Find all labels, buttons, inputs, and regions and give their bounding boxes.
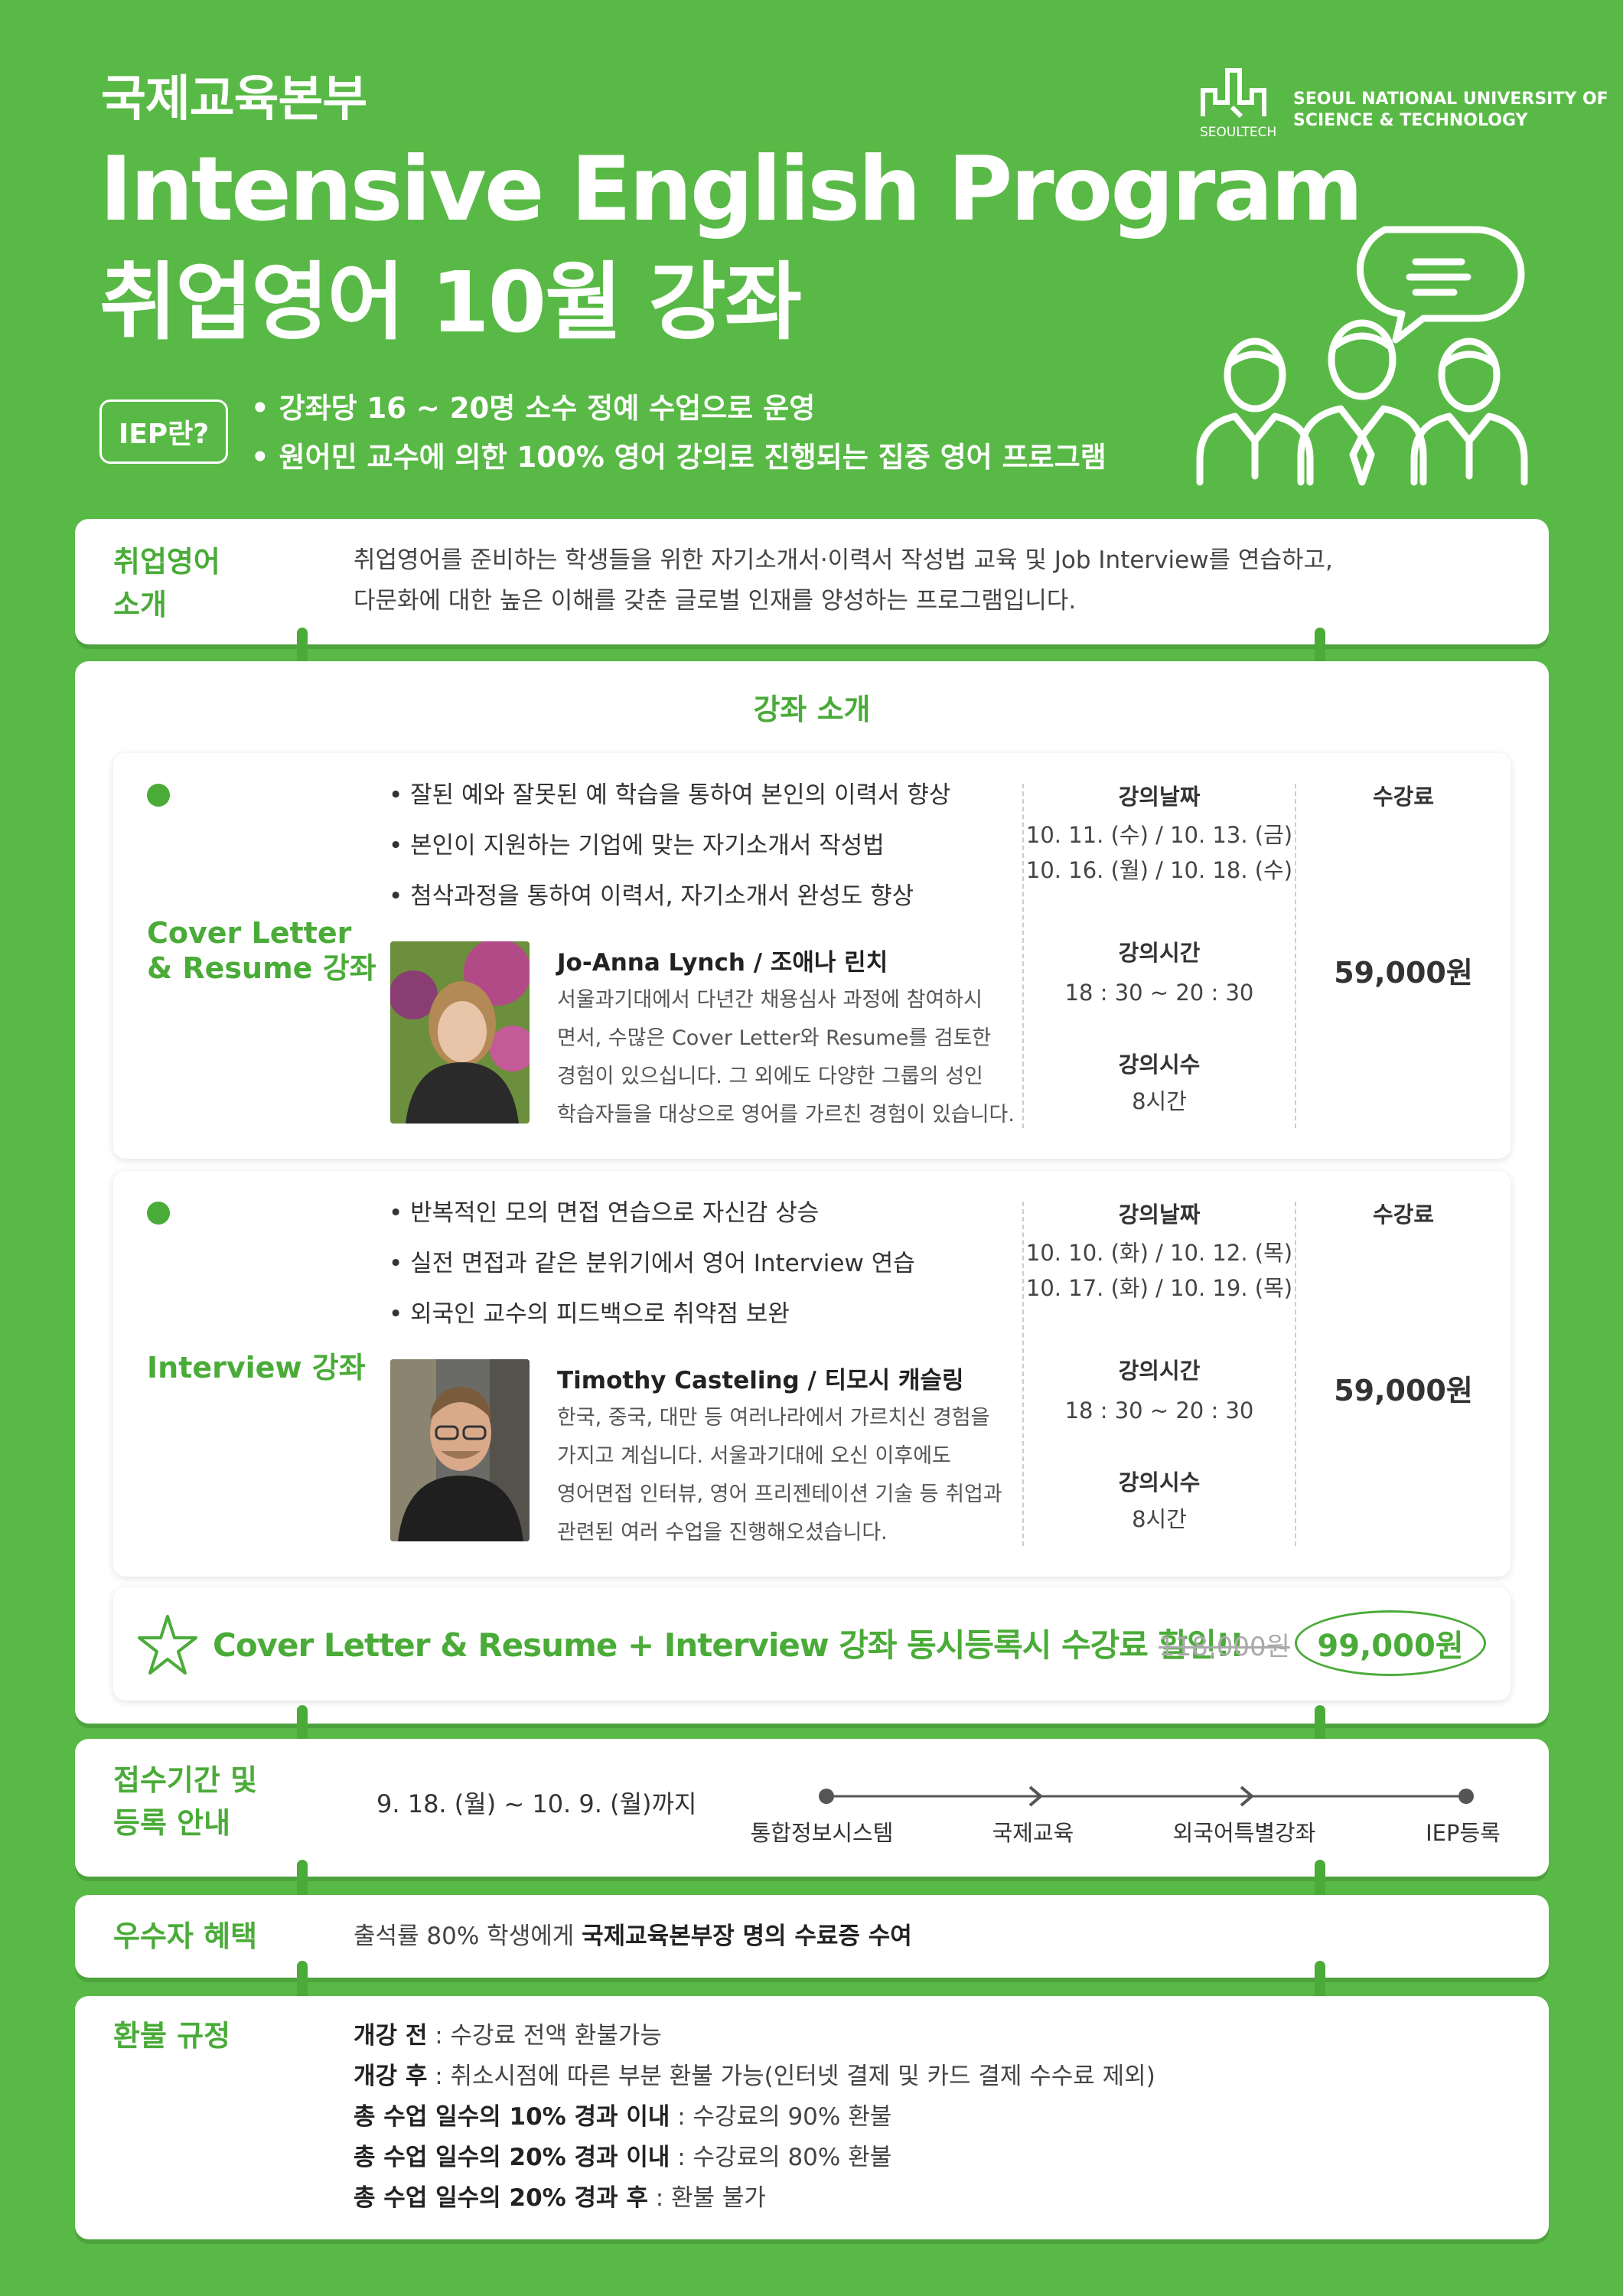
divider [1295, 784, 1296, 1128]
iep-bullets: 강좌당 16 ~ 20명 소수 정예 수업으로 운영 원어민 교수에 의한 10… [251, 384, 1106, 482]
seoultech-logo: SEOULTECH [1200, 68, 1276, 139]
teacher-bio: 서울과기대에서 다년간 채용심사 과정에 참여하시 면서, 수많은 Cover … [557, 988, 1015, 1127]
course-fee: 59,000원 [1334, 956, 1473, 990]
intro-card: 취업영어 소개 취업영어를 준비하는 학생들을 위한 자기소개서·이력서 작성법… [75, 519, 1549, 644]
hours-label: 강의시수 [1118, 1052, 1201, 1078]
refund-rule: 개강 전 : 수강료 전액 환불가능 [354, 2022, 662, 2050]
refund-label: 환불 규정 [113, 2019, 231, 2053]
promo-text: Cover Letter & Resume + Interview 강좌 동시등… [213, 1626, 1244, 1664]
connector [297, 1961, 308, 2002]
registration-label: 접수기간 및 등록 안내 [113, 1763, 258, 1840]
step-label: IEP등록 [1426, 1820, 1501, 1846]
speech-bubble-icon [1357, 226, 1525, 344]
department-name: 국제교육본부 [101, 71, 367, 128]
time-label: 강의시간 [1118, 1358, 1201, 1384]
time-label: 강의시간 [1118, 940, 1201, 966]
divider [1022, 1202, 1024, 1546]
intro-label: 취업영어 소개 [113, 545, 220, 621]
course-cover-letter: Cover Letter & Resume 강좌 잘된 예와 잘못된 예 학습을… [113, 753, 1511, 1159]
star-icon [138, 1615, 197, 1675]
teacher-name: Jo-Anna Lynch / 조애나 린치 [557, 949, 888, 977]
course-bullet: 반복적인 모의 면접 연습으로 자신감 상승 [389, 1188, 915, 1238]
registration-card: 접수기간 및 등록 안내 9. 18. (월) ~ 10. 9. (월)까지 통… [75, 1739, 1549, 1877]
people-speech-illustration [1196, 226, 1528, 486]
course-hours: 8시간 [1132, 1088, 1187, 1114]
teacher-bio: 한국, 중국, 대만 등 여러나라에서 가르치신 경험을 가지고 계십니다. 서… [557, 1406, 1002, 1544]
chevron-right-icon [1240, 1786, 1255, 1807]
connector [1315, 1961, 1325, 2002]
teacher-name: Timothy Casteling / 티모시 캐슬링 [557, 1367, 964, 1394]
fee-label: 수강료 [1372, 784, 1435, 810]
refund-rule: 총 수업 일수의 20% 경과 후 : 환불 불가 [354, 2184, 766, 2212]
course-bullet: 잘된 예와 잘못된 예 학습을 통하여 본인의 이력서 향상 [389, 770, 950, 820]
chevron-right-icon [1028, 1786, 1044, 1807]
divider [1022, 784, 1024, 1128]
logo-wordmark: SEOULTECH [1200, 125, 1276, 139]
course-bullets: 잘된 예와 잘못된 예 학습을 통하여 본인의 이력서 향상 본인이 지원하는 … [389, 770, 950, 921]
iep-badge: IEP란? [99, 400, 228, 464]
benefit-card: 우수자 혜택 출석률 80% 학생에게 국제교육본부장 명의 수료증 수여 [75, 1895, 1549, 1978]
step-label: 통합정보시스템 [750, 1820, 894, 1846]
hours-label: 강의시수 [1118, 1469, 1201, 1495]
fee-label: 수강료 [1372, 1202, 1435, 1228]
benefit-label: 우수자 혜택 [113, 1919, 258, 1953]
connector [297, 628, 308, 669]
course-name: Interview 강좌 [147, 1351, 366, 1384]
refund-rule: 총 수업 일수의 10% 경과 이내 : 수강료의 90% 환불 [354, 2103, 892, 2131]
program-subtitle: 취업영어 10월 강좌 [99, 253, 802, 351]
university-name: SEOUL NATIONAL UNIVERSITY OF SCIENCE & T… [1293, 90, 1608, 130]
course-fee: 59,000원 [1334, 1374, 1473, 1407]
course-hours: 8시간 [1132, 1506, 1187, 1532]
course-bullet: 첨삭과정을 통하여 이력서, 자기소개서 완성도 향상 [389, 871, 950, 921]
course-bullets: 반복적인 모의 면접 연습으로 자신감 상승 실전 면접과 같은 분위기에서 영… [389, 1188, 915, 1339]
benefit-text: 출석률 80% 학생에게 국제교육본부장 명의 수료증 수여 [354, 1923, 912, 1950]
program-title: Intensive English Program [99, 138, 1364, 241]
promo-original-price: 118,000원 [1159, 1632, 1290, 1662]
courses-section-title: 강좌 소개 [753, 693, 871, 726]
course-bullet: 본인이 지원하는 기업에 맞는 자기소개서 작성법 [389, 820, 950, 871]
course-dates: 10. 10. (화) / 10. 12. (목) 10. 17. (화) / … [1025, 1240, 1293, 1301]
step-label: 외국어특별강좌 [1172, 1820, 1316, 1846]
connector [297, 1860, 308, 1901]
intro-text: 취업영어를 준비하는 학생들을 위한 자기소개서·이력서 작성법 교육 및 Jo… [354, 546, 1333, 615]
course-interview: Interview 강좌 반복적인 모의 면접 연습으로 자신감 상승 실전 면… [113, 1171, 1511, 1577]
course-dot [147, 784, 170, 807]
refund-rules: 개강 전 : 수강료 전액 환불가능 개강 후 : 취소시점에 따른 부분 환불… [354, 2016, 1155, 2219]
refund-card: 환불 규정 개강 전 : 수강료 전액 환불가능 개강 후 : 취소시점에 따른… [75, 1996, 1549, 2239]
date-label: 강의날짜 [1118, 784, 1201, 810]
course-dates: 10. 11. (수) / 10. 13. (금) 10. 16. (월) / … [1025, 822, 1293, 883]
course-dot [147, 1202, 170, 1225]
promo-discount-price: 99,000원 [1295, 1610, 1486, 1676]
registration-period: 9. 18. (월) ~ 10. 9. (월)까지 [376, 1789, 697, 1818]
registration-flow-line [819, 1786, 1474, 1807]
connector [1315, 1860, 1325, 1901]
course-name: Cover Letter & Resume 강좌 [147, 916, 376, 985]
course-time: 18 : 30 ~ 20 : 30 [1064, 1397, 1254, 1424]
iep-bullet: 원어민 교수에 의한 100% 영어 강의로 진행되는 집중 영어 프로그램 [251, 433, 1106, 482]
iep-bullet: 강좌당 16 ~ 20명 소수 정예 수업으로 운영 [251, 384, 1106, 433]
divider [1295, 1202, 1296, 1546]
course-bullet: 외국인 교수의 피드백으로 취약점 보완 [389, 1289, 915, 1339]
step-label: 국제교육 [992, 1820, 1074, 1846]
connector [1315, 1705, 1325, 1746]
refund-rule: 개강 후 : 취소시점에 따른 부분 환불 가능(인터넷 결제 및 카드 결제 … [354, 2063, 1155, 2090]
teacher-photo-timothy [390, 1359, 530, 1541]
course-bullet: 실전 면접과 같은 분위기에서 영어 Interview 연습 [389, 1238, 915, 1289]
teacher-photo-jo-anna [390, 941, 530, 1124]
course-time: 18 : 30 ~ 20 : 30 [1064, 980, 1254, 1006]
bundle-promo: Cover Letter & Resume + Interview 강좌 동시등… [113, 1587, 1511, 1701]
date-label: 강의날짜 [1118, 1202, 1201, 1228]
connector [1315, 628, 1325, 669]
connector [297, 1705, 308, 1746]
refund-rule: 총 수업 일수의 20% 경과 이내 : 수강료의 80% 환불 [354, 2144, 892, 2171]
